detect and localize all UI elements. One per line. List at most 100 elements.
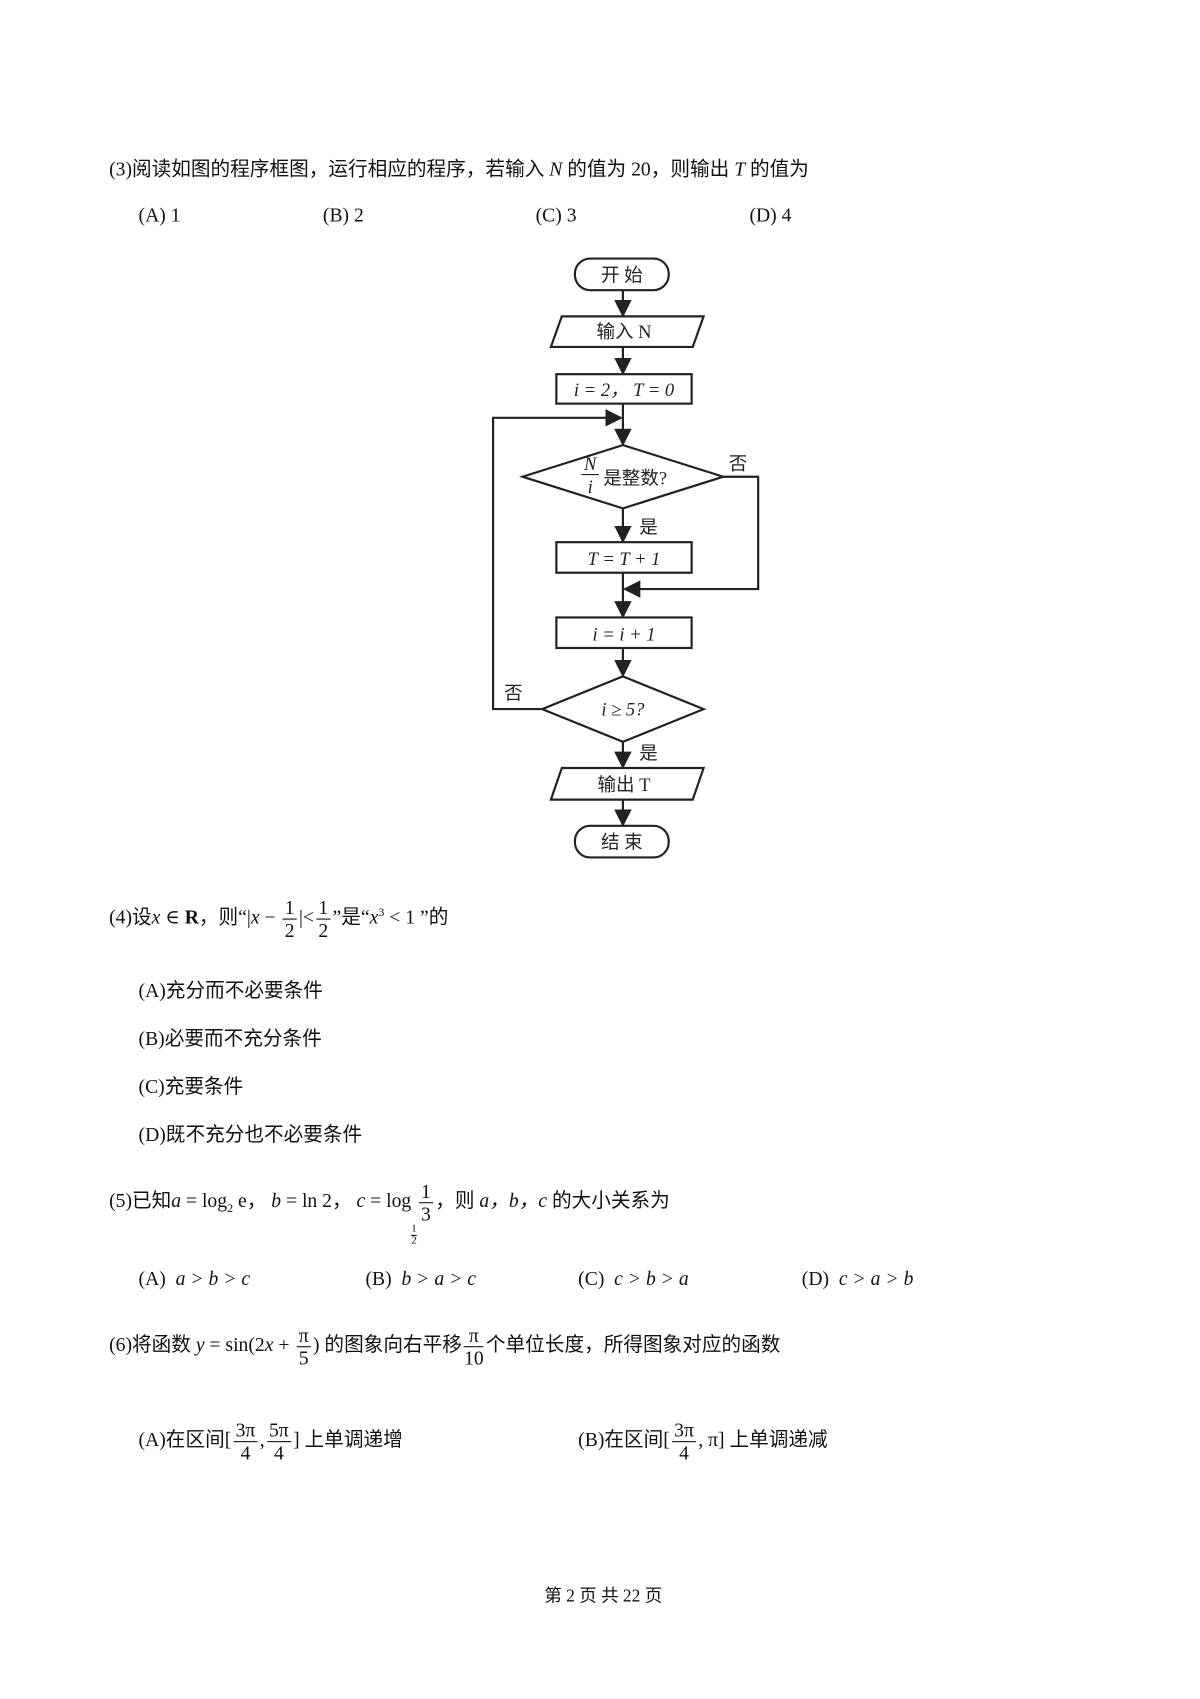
math: y — [195, 1333, 205, 1356]
math: = sin(2 — [204, 1333, 265, 1356]
numerator: 3π — [671, 1419, 697, 1443]
cond1-denominator: i — [588, 477, 593, 498]
option-text: (A)在区间[ — [138, 1428, 232, 1451]
denominator: 3 — [421, 1203, 431, 1226]
output-label: 输出 T — [597, 775, 651, 796]
denominator: 2 — [284, 919, 295, 942]
init-label: i = 2， T = 0 — [574, 380, 675, 401]
denominator: 2 — [411, 1234, 417, 1247]
q4-text: (4)设 — [109, 906, 152, 928]
math: x — [151, 906, 161, 928]
page-footer: 第 2 页 共 22 页 — [544, 1587, 663, 1606]
q3-text: (3)阅读如图的程序框图，运行相应的程序，若输入 — [109, 158, 545, 180]
numerator: π — [464, 1324, 484, 1348]
math: x — [264, 1333, 274, 1356]
math: x — [250, 906, 260, 928]
denominator: 5 — [298, 1347, 309, 1370]
q4-option-c: (C)充要条件 — [138, 1075, 244, 1098]
denominator: 4 — [240, 1442, 251, 1464]
q3-option-c: (C) 3 — [535, 203, 577, 226]
no-label: 否 — [504, 683, 523, 704]
option-text: ] 上单调递增 — [293, 1428, 403, 1451]
math: b — [271, 1189, 282, 1212]
option-expr: c > b > a — [614, 1267, 689, 1290]
q5-text: (5)已知 — [109, 1189, 172, 1212]
q6-text: (6)将函数 — [109, 1333, 191, 1356]
input-label: 输入 N — [596, 322, 651, 343]
math: , — [259, 1428, 265, 1451]
q3-text: 的值为 20，则输出 — [567, 158, 730, 180]
q4-option-d: (D)既不充分也不必要条件 — [138, 1123, 363, 1146]
q5-option-b: (B) b > a > c — [365, 1267, 476, 1291]
numerator: 1 — [411, 1222, 417, 1236]
input-box — [549, 315, 706, 348]
q5-option-c: (C) c > b > a — [578, 1267, 689, 1291]
output-box — [549, 766, 706, 801]
yes-label: 是 — [639, 517, 658, 538]
q6-text: 个单位长度，所得图象对应的函数 — [485, 1333, 781, 1356]
q3-var-n: N — [549, 158, 563, 180]
q4-option-a: (A)充分而不必要条件 — [138, 979, 323, 1002]
cond2-label: i ≥ 5? — [601, 700, 645, 721]
math: c — [356, 1189, 366, 1212]
denominator: 4 — [273, 1442, 284, 1464]
cond1-numerator: N — [583, 454, 598, 475]
option-expr: a > b > c — [175, 1267, 251, 1290]
question-3: (3)阅读如图的程序框图，运行相应的程序，若输入 N 的值为 20，则输出 T … — [109, 157, 809, 181]
q3-option-d: (D) 4 — [749, 203, 792, 226]
exponent: 3 — [378, 906, 385, 920]
math: = log — [181, 1189, 228, 1212]
option-label: (C) — [578, 1267, 605, 1290]
q3-option-b: (B) 2 — [322, 203, 364, 226]
flowchart: 开 始 输入 N i = 2， T = 0 N i 是整数? 否 是 T = T… — [491, 257, 760, 859]
math: ∈ — [160, 906, 185, 928]
option-label: (D) — [801, 1267, 830, 1290]
q3-option-a: (A) 1 — [138, 203, 181, 226]
math: x — [369, 906, 379, 928]
numerator: 3π — [233, 1419, 258, 1443]
numerator: π — [296, 1324, 311, 1348]
numerator: 1 — [282, 897, 297, 920]
denominator: 4 — [679, 1442, 689, 1464]
q3-var-t: T — [734, 158, 746, 180]
option-label: (A) — [138, 1267, 166, 1290]
option-text: , π] 上单调递减 — [698, 1428, 828, 1451]
yes-label: 是 — [639, 743, 658, 764]
math: a — [171, 1189, 182, 1212]
math: = log — [365, 1189, 412, 1212]
q3-text: 的值为 — [750, 158, 809, 180]
q5-text: ，则 — [435, 1189, 475, 1212]
q4-text: ”是“ — [332, 906, 370, 928]
q4-text: < 1 ”的 — [384, 906, 449, 928]
q5-option-a: (A) a > b > c — [139, 1267, 251, 1291]
q5-option-d: (D) c > a > b — [802, 1267, 914, 1291]
math: = ln 2， — [281, 1189, 352, 1212]
denominator: 10 — [464, 1347, 484, 1370]
subscript: 2 — [227, 1202, 234, 1216]
math: R — [184, 906, 199, 928]
option-expr: c > a > b — [838, 1267, 914, 1290]
math: a，b，c — [479, 1189, 548, 1212]
start-label: 开 始 — [601, 265, 643, 286]
no-label: 否 — [729, 454, 748, 475]
math: + — [273, 1333, 295, 1356]
math: − — [259, 906, 281, 928]
end-label: 结 束 — [601, 833, 643, 854]
numerator: 1 — [316, 897, 331, 920]
q6-text: ) 的图象向右平移 — [312, 1333, 462, 1356]
denominator: 2 — [318, 919, 329, 942]
option-expr: b > a > c — [401, 1267, 476, 1290]
option-text: (B)在区间[ — [578, 1428, 670, 1451]
numerator: 1 — [418, 1180, 434, 1204]
